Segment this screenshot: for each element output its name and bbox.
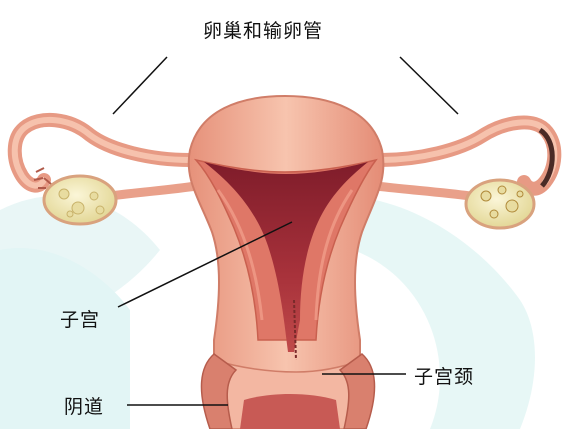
uterus (189, 96, 384, 375)
ovaries-and-fallopian-tubes-label: 卵巢和输卵管 (203, 16, 323, 43)
cervix-label: 子宫颈 (414, 362, 474, 389)
right-fallopian-tube (380, 122, 554, 188)
vagina-label: 阴道 (64, 392, 104, 419)
left-fallopian-tube (15, 120, 190, 188)
uterus-label: 子宫 (60, 305, 100, 332)
leader-line-right-tube (400, 57, 458, 114)
leader-line-left-tube (113, 57, 167, 114)
